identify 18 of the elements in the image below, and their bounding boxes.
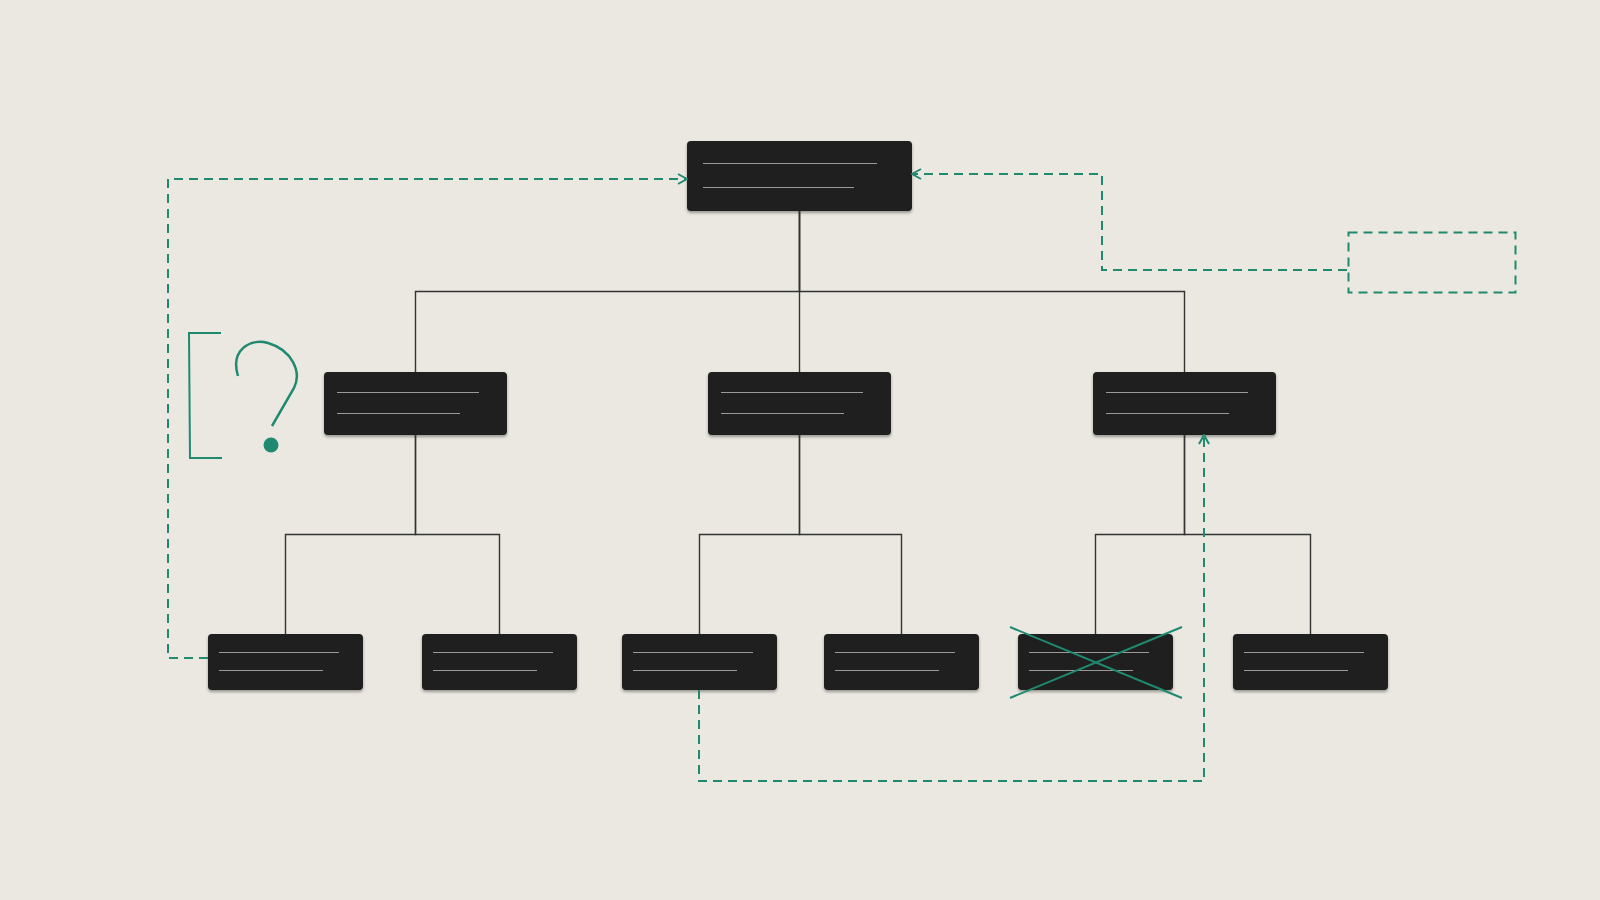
dashed-arrow	[911, 168, 1348, 271]
connector-line	[798, 434, 903, 635]
connector-line	[414, 434, 501, 635]
org-chart-box	[208, 634, 363, 690]
org-chart-box	[824, 634, 979, 690]
connector-line	[1183, 434, 1312, 635]
connector-line	[798, 210, 1186, 373]
dashed-arrow	[167, 173, 688, 659]
org-chart-box	[422, 634, 577, 690]
org-chart-box	[324, 372, 507, 435]
org-chart-box	[1233, 634, 1388, 690]
org-chart-box	[1093, 372, 1276, 435]
dashed-box	[1347, 231, 1517, 294]
org-chart-box	[622, 634, 777, 690]
dashed-arrow	[698, 434, 1210, 782]
org-chart-box	[708, 372, 891, 435]
org-chart-box	[1018, 634, 1173, 690]
org-chart-box	[687, 141, 912, 211]
